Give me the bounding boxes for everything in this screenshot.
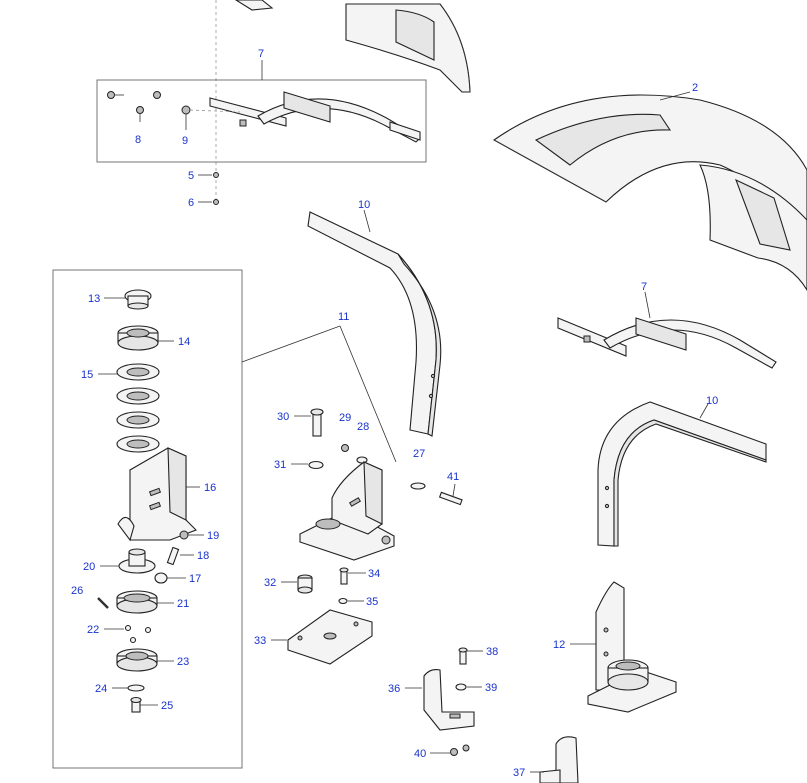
callout-15: 15 [81, 369, 93, 381]
plate-33 [271, 609, 373, 665]
bolt-25 [130, 696, 158, 713]
callout-33: 33 [254, 635, 266, 647]
callout-7: 7 [641, 281, 647, 293]
bearing-14 [117, 325, 174, 351]
callout-24: 24 [95, 683, 107, 695]
callout-23: 23 [177, 656, 189, 668]
bolt-8-group [107, 91, 144, 122]
callout-30: 30 [277, 411, 289, 423]
callout-7: 7 [258, 48, 264, 60]
bracket-7-right [557, 291, 777, 369]
bolt-38 [458, 647, 483, 665]
callout-2: 2 [692, 82, 698, 94]
bracket-36 [405, 669, 475, 731]
callout-19: 19 [207, 530, 219, 542]
leader-11-right [339, 325, 397, 463]
callout-21: 21 [177, 598, 189, 610]
callout-27: 27 [413, 448, 425, 460]
callout-10: 10 [706, 395, 718, 407]
callout-18: 18 [197, 550, 209, 562]
callout-41: 41 [447, 471, 459, 483]
callout-40: 40 [414, 748, 426, 760]
nut-29 [341, 444, 349, 452]
callout-38: 38 [486, 646, 498, 658]
bracket-7-top [209, 91, 421, 143]
washers-15 [98, 363, 160, 453]
callout-32: 32 [264, 577, 276, 589]
bolt-30 [294, 408, 324, 437]
callout-25: 25 [161, 700, 173, 712]
nut-9-group [153, 91, 241, 130]
detail-box-left [52, 269, 243, 769]
leader-11-left [241, 325, 341, 363]
nut-19 [179, 530, 189, 540]
callout-35: 35 [366, 596, 378, 608]
callout-31: 31 [274, 459, 286, 471]
cap-13 [104, 289, 152, 310]
callout-26: 26 [71, 585, 83, 597]
callout-8: 8 [135, 134, 141, 146]
washer-39 [455, 683, 467, 691]
fastener-6 [213, 199, 219, 205]
bracket-10-right [597, 401, 767, 547]
callout-12: 12 [553, 639, 565, 651]
callout-34: 34 [368, 568, 380, 580]
callout-11: 11 [338, 311, 349, 323]
washer-27 [410, 482, 426, 490]
callout-17: 17 [189, 573, 201, 585]
callout-36: 36 [388, 683, 400, 695]
fender-2 [492, 91, 807, 292]
balls-22 [104, 624, 152, 644]
nuts-40 [430, 744, 470, 756]
callout-14: 14 [178, 336, 190, 348]
ring-21 [116, 590, 174, 614]
washer-31 [308, 460, 324, 470]
callout-10: 10 [358, 199, 370, 211]
bracket-16 [117, 447, 200, 542]
fastener-5 [213, 172, 219, 178]
fender-top-fragment [234, 0, 471, 93]
bolt-41 [438, 483, 463, 506]
callout-5: 5 [188, 170, 194, 182]
pin-26 [97, 597, 109, 609]
callout-37: 37 [513, 767, 525, 779]
bolt-34 [339, 567, 366, 585]
bracket-12 [570, 581, 677, 713]
seal-23 [116, 648, 174, 672]
callout-labels: 7 8 9 5 6 2 10 7 10 11 13 14 15 16 19 18… [71, 48, 718, 779]
washer-35 [338, 597, 348, 605]
hub-20 [100, 548, 156, 574]
bolt-18 [166, 546, 194, 566]
nut-17 [154, 572, 186, 584]
washer-24 [112, 684, 145, 692]
bracket-11 [299, 461, 395, 561]
bushing-32 [281, 574, 313, 594]
callout-20: 20 [83, 561, 95, 573]
bracket-10-upper [307, 209, 442, 437]
detail-box-7 [96, 79, 427, 163]
callout-39: 39 [485, 682, 497, 694]
callout-16: 16 [204, 482, 216, 494]
callout-22: 22 [87, 624, 99, 636]
callout-9: 9 [182, 135, 188, 147]
callout-13: 13 [88, 293, 100, 305]
callout-29: 29 [339, 412, 351, 424]
callout-28: 28 [357, 421, 369, 433]
bracket-37 [530, 736, 579, 783]
callout-6: 6 [188, 197, 194, 209]
